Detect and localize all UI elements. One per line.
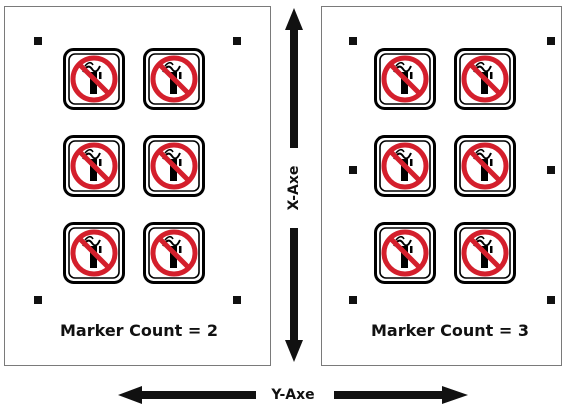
- corner-marker-top-right: [547, 37, 555, 45]
- no-smoking-sign-icon: [143, 48, 205, 110]
- no-smoking-sign-icon: [454, 135, 516, 197]
- no-smoking-sign-icon: [63, 222, 125, 284]
- y-axis-arrow: [118, 386, 468, 404]
- corner-marker-top-left: [349, 37, 357, 45]
- no-smoking-sign-icon: [454, 222, 516, 284]
- marker-count-label: Marker Count = 3: [371, 321, 529, 340]
- no-smoking-sign-icon: [143, 135, 205, 197]
- no-smoking-sign-icon: [374, 135, 436, 197]
- no-smoking-sign-icon: [63, 48, 125, 110]
- corner-marker-top-right: [233, 37, 241, 45]
- no-smoking-sign-icon: [63, 135, 125, 197]
- y-axis-label: Y-Axe: [271, 387, 315, 403]
- right-sheet: Marker Count = 3: [321, 6, 562, 366]
- left-sheet: Marker Count = 2: [4, 6, 271, 366]
- corner-marker-bottom-right: [547, 296, 555, 304]
- corner-marker-bottom-right: [233, 296, 241, 304]
- no-smoking-sign-icon: [143, 222, 205, 284]
- x-axis-label: X-Axe: [286, 165, 302, 211]
- no-smoking-sign-icon: [454, 48, 516, 110]
- no-smoking-sign-icon: [374, 48, 436, 110]
- no-smoking-sign-icon: [374, 222, 436, 284]
- corner-marker-bottom-left: [34, 296, 42, 304]
- middle-marker-right: [547, 166, 555, 174]
- middle-marker-left: [349, 166, 357, 174]
- corner-marker-bottom-left: [349, 296, 357, 304]
- corner-marker-top-left: [34, 37, 42, 45]
- marker-count-label: Marker Count = 2: [60, 321, 218, 340]
- x-axis-arrow: [285, 8, 303, 362]
